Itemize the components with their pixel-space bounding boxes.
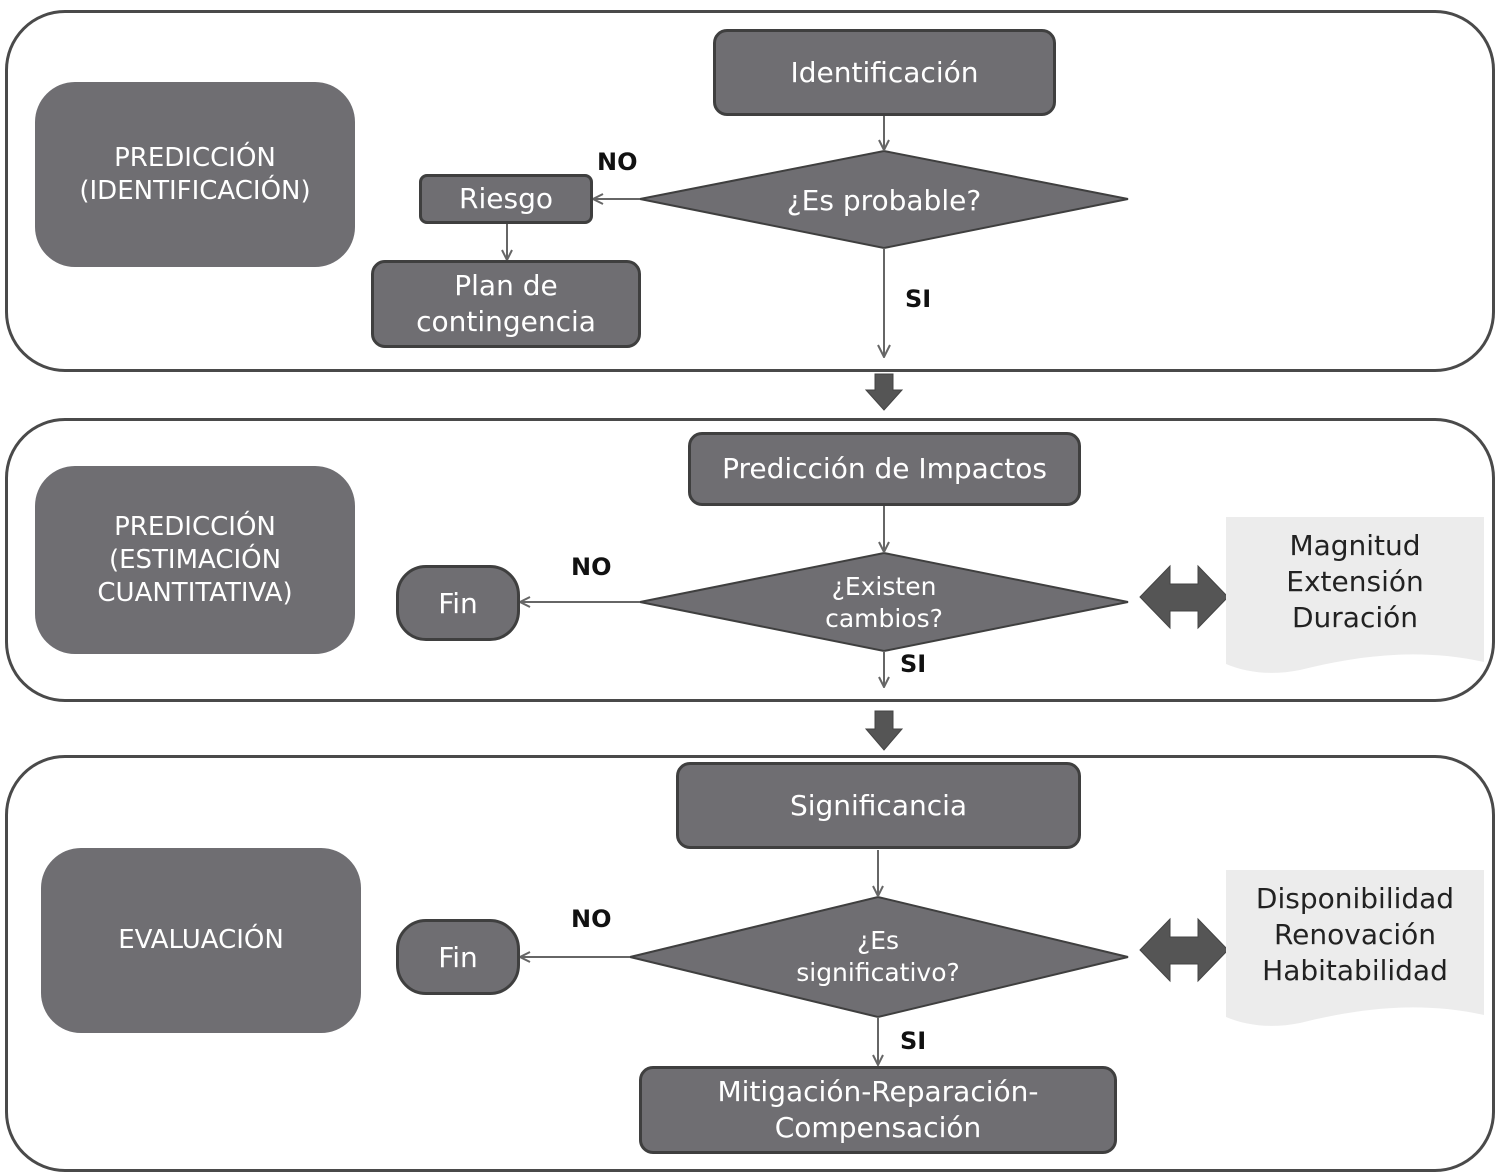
block-arrow-down-2	[864, 710, 904, 751]
criteria-magnitud-extension-duracion: Magnitud Extensión Duración	[1226, 527, 1484, 637]
criteria-item: Duración	[1291, 601, 1419, 634]
decision-probable-text: ¿Es probable?	[786, 183, 982, 217]
criteria-item: Extensión	[1286, 565, 1424, 598]
label-si-1: SI	[905, 285, 932, 313]
process-identificacion: Identificación	[713, 29, 1056, 116]
process-identificacion-label: Identificación	[790, 55, 979, 89]
criteria-document-2	[1226, 870, 1484, 1026]
phase-line-1: PREDICCIÓN	[114, 511, 276, 542]
process-significancia: Significancia	[676, 762, 1081, 849]
decision-diamond-cambios	[639, 551, 1129, 653]
process-prediccion-impactos: Predicción de Impactos	[688, 432, 1081, 506]
phase-line-1: PREDICCIÓN	[114, 142, 276, 173]
decision-cambios-text: ¿Existen cambios?	[825, 572, 943, 633]
double-arrow-criteria-1	[1139, 564, 1229, 630]
phase-line-2: (IDENTIFICACIÓN)	[79, 175, 311, 206]
process-plan-contingencia: Plan de contingencia	[371, 260, 641, 348]
terminal-fin-2: Fin	[396, 919, 520, 995]
phase-label-identificacion: PREDICCIÓN (IDENTIFICACIÓN)	[35, 82, 355, 267]
phase-label-estimacion: PREDICCIÓN (ESTIMACIÓN CUANTITATIVA)	[35, 466, 355, 654]
label-no-3: NO	[571, 905, 612, 933]
double-arrow-criteria-2	[1139, 917, 1229, 983]
criteria-item: Magnitud	[1289, 529, 1421, 562]
criteria-document-1	[1226, 517, 1484, 673]
label-no-2: NO	[571, 553, 612, 581]
phase-label-evaluacion: EVALUACIÓN	[41, 848, 361, 1033]
criteria-disponibilidad-renovacion-habitabilidad: Disponibilidad Renovación Habitabilidad	[1226, 880, 1484, 990]
label-si-2: SI	[900, 650, 927, 678]
decision-diamond-probable	[639, 149, 1129, 250]
process-riesgo: Riesgo	[419, 174, 593, 224]
criteria-item: Disponibilidad	[1255, 882, 1455, 915]
criteria-item: Habitabilidad	[1262, 954, 1448, 987]
decision-significativo-text: ¿Es significativo?	[796, 926, 960, 987]
label-no-1: NO	[597, 148, 638, 176]
label-si-3: SI	[900, 1027, 927, 1055]
criteria-item: Renovación	[1273, 918, 1437, 951]
process-mitigacion: Mitigación-Reparación- Compensación	[639, 1066, 1117, 1154]
block-arrow-down-1	[864, 373, 904, 411]
decision-diamond-significativo	[629, 895, 1129, 1019]
terminal-fin-1: Fin	[396, 565, 520, 641]
phase-line-2: (ESTIMACIÓN	[108, 544, 282, 575]
phase-line-3: CUANTITATIVA)	[97, 577, 293, 608]
